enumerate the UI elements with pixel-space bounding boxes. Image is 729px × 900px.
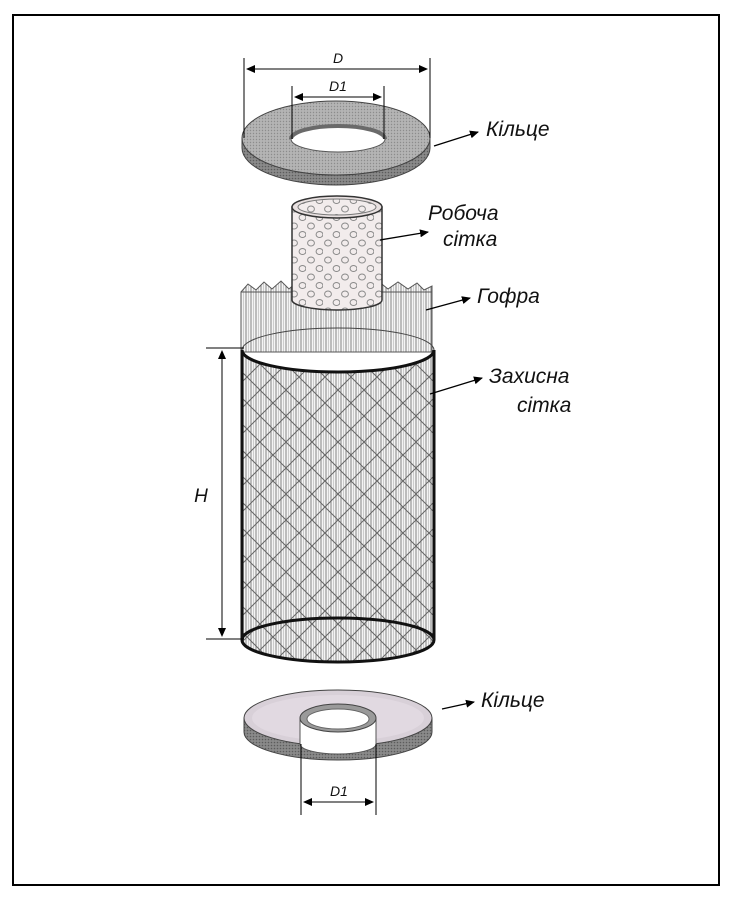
protective-mesh-cylinder [240,327,436,664]
bottom-ring-callout-arrow [441,699,475,710]
bottom-ring-label: Кільце [481,689,545,712]
pleat-callout-arrow [425,296,471,311]
protective-mesh-label-line1: Захисна [489,365,569,388]
dim-d-label: D [333,50,343,66]
top-ring-label: Кільце [486,118,550,141]
working-mesh-callout-arrow [379,229,429,241]
pleat-label: Гофра [477,285,540,308]
dimension-d1-top [291,86,385,139]
top-ring-callout-arrow [433,130,479,147]
dimension-d1-bottom [300,744,377,815]
dimension-d [243,58,431,138]
working-mesh-tube [291,195,383,311]
bottom-ring [243,689,433,761]
protective-mesh-callout-arrow [429,376,483,395]
dim-d1-bottom-label: D1 [330,783,348,799]
dimension-h [206,347,244,640]
working-mesh-label-line1: Робоча [428,202,499,225]
protective-mesh-label-line2: сітка [517,394,571,417]
dim-h-label: H [194,486,208,507]
top-ring [241,100,431,186]
working-mesh-label-line2: сітка [443,228,497,251]
dim-d1-top-label: D1 [329,78,347,94]
